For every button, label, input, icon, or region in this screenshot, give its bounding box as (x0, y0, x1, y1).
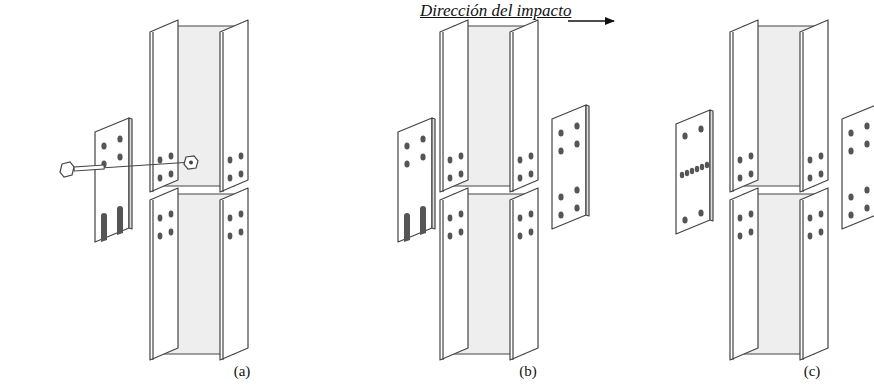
direction-label: Dirección del impacto (420, 1, 571, 21)
splice-c (676, 20, 874, 360)
bolt-head (60, 162, 74, 177)
bolt-nut (184, 156, 198, 169)
splice-b (398, 20, 589, 360)
panel-label: (b) (519, 362, 537, 380)
splice-a (60, 20, 248, 360)
bolt-axis (70, 162, 192, 170)
impact-arrow (568, 20, 614, 21)
bolt-shank (74, 165, 104, 171)
panel-label: (a) (234, 362, 251, 380)
panel-label: (c) (804, 362, 821, 380)
